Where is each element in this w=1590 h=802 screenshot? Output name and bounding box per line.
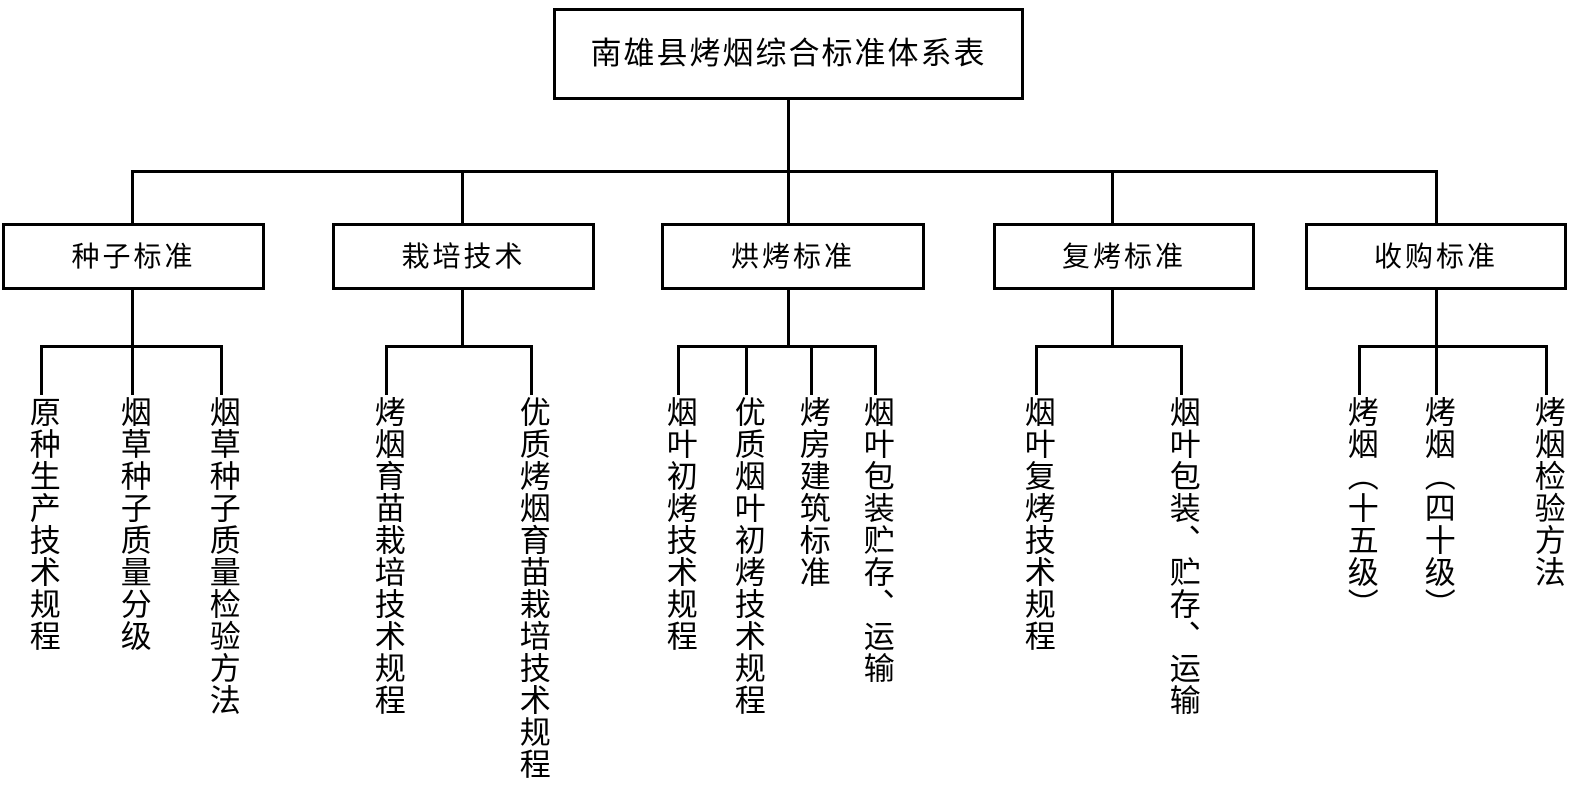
level2-drop-line-purchasing: [1435, 170, 1438, 225]
leaf-label-seed-1: 原种生产技术规程: [23, 396, 60, 652]
level2-drop-line-cultivation: [461, 170, 464, 225]
branch-stem-line-redrying: [1111, 289, 1114, 347]
leaf-label-purchasing-1: 烤烟（十五级）: [1341, 396, 1378, 620]
leaf-drop-line-cultivation-2: [530, 345, 533, 395]
branch-node-cultivation[interactable]: 栽培技术: [332, 223, 595, 290]
root-node-box[interactable]: 南雄县烤烟综合标准体系表: [553, 8, 1024, 100]
leaf-drop-line-cultivation-1: [385, 345, 388, 395]
leaf-label-curing-4: 烟叶包装贮存、运输: [857, 396, 894, 684]
leaf-bus-line-cultivation: [385, 345, 533, 348]
leaf-drop-line-curing-1: [677, 345, 680, 395]
branch-label-purchasing: 收购标准: [1373, 239, 1498, 273]
level2-drop-line-curing: [787, 170, 790, 225]
leaf-label-cultivation-2: 优质烤烟育苗栽培技术规程: [513, 396, 550, 780]
leaf-drop-line-seed-3: [220, 345, 223, 395]
leaf-label-seed-2: 烟草种子质量分级: [114, 396, 151, 652]
leaf-label-curing-3: 烤房建筑标准: [793, 396, 830, 588]
leaf-drop-line-curing-3: [810, 345, 813, 395]
root-node-label: 南雄县烤烟综合标准体系表: [590, 35, 987, 72]
branch-stem-line-cultivation: [461, 289, 464, 347]
branch-label-curing: 烘烤标准: [730, 239, 855, 273]
branch-node-seed[interactable]: 种子标准: [2, 223, 265, 290]
leaf-bus-line-curing: [677, 345, 877, 348]
leaf-label-curing-1: 烟叶初烤技术规程: [660, 396, 697, 652]
level2-drop-line-redrying: [1111, 170, 1114, 225]
leaf-bus-line-redrying: [1035, 345, 1183, 348]
leaf-label-purchasing-2: 烤烟（四十级）: [1418, 396, 1455, 620]
branch-stem-line-curing: [787, 289, 790, 347]
leaf-label-redrying-1: 烟叶复烤技术规程: [1018, 396, 1055, 652]
leaf-drop-line-seed-1: [40, 345, 43, 395]
branch-label-cultivation: 栽培技术: [401, 239, 526, 273]
leaf-bus-line-purchasing: [1358, 345, 1548, 348]
branch-stem-line-purchasing: [1435, 289, 1438, 347]
branch-label-redrying: 复烤标准: [1061, 239, 1186, 273]
leaf-label-cultivation-1: 烤烟育苗栽培技术规程: [368, 396, 405, 716]
leaf-drop-line-seed-2: [131, 345, 134, 395]
level2-drop-line-seed: [131, 170, 134, 225]
leaf-drop-line-curing-4: [874, 345, 877, 395]
leaf-label-curing-2: 优质烟叶初烤技术规程: [728, 396, 765, 716]
level2-bus-line: [131, 170, 1438, 173]
branch-stem-line-seed: [131, 289, 134, 347]
leaf-drop-line-redrying-2: [1180, 345, 1183, 395]
branch-label-seed: 种子标准: [71, 239, 196, 273]
leaf-drop-line-purchasing-1: [1358, 345, 1361, 395]
root-stem-line: [787, 100, 790, 172]
branch-node-redrying[interactable]: 复烤标准: [993, 223, 1255, 290]
leaf-label-purchasing-3: 烤烟检验方法: [1528, 396, 1565, 588]
leaf-drop-line-purchasing-2: [1435, 345, 1438, 395]
leaf-drop-line-redrying-1: [1035, 345, 1038, 395]
leaf-label-redrying-2: 烟叶包装、贮存、运输: [1163, 396, 1200, 716]
branch-node-curing[interactable]: 烘烤标准: [661, 223, 925, 290]
leaf-drop-line-purchasing-3: [1545, 345, 1548, 395]
leaf-label-seed-3: 烟草种子质量检验方法: [203, 396, 240, 716]
leaf-drop-line-curing-2: [745, 345, 748, 395]
branch-node-purchasing[interactable]: 收购标准: [1305, 223, 1567, 290]
